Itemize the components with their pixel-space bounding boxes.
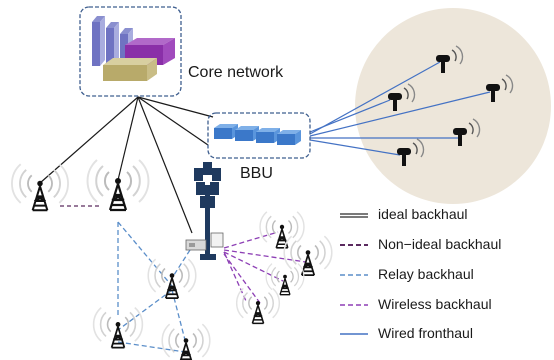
legend-non-ideal-backhaul-label: Non−ideal backhaul	[378, 236, 502, 252]
antenna-tower-icon	[10, 158, 333, 360]
bbu-rack-icon	[214, 124, 301, 145]
bbu-label: BBU	[240, 165, 273, 182]
macro-tower-icon	[185, 162, 224, 260]
legend-ideal-backhaul-label: ideal backhaul	[378, 206, 468, 222]
core-network-label: Core network	[188, 64, 284, 81]
relay-backhaul-links	[117, 221, 191, 353]
wired-fronthaul-links	[309, 61, 491, 156]
bbu-rack	[207, 112, 311, 159]
legend-relay-backhaul-label: Relay backhaul	[378, 266, 474, 282]
rrh-cloud	[355, 8, 551, 204]
server-stack-icon	[92, 16, 175, 81]
legend-wireless-backhaul-label: Wireless backhaul	[378, 296, 492, 312]
wireless-backhaul-links	[223, 231, 307, 304]
core-network-server-stack	[79, 6, 182, 97]
legend-swatches	[340, 213, 368, 335]
legend-wired-fronthaul-label: Wired fronthaul	[378, 325, 473, 341]
ideal-backhaul-links	[39, 96, 214, 234]
